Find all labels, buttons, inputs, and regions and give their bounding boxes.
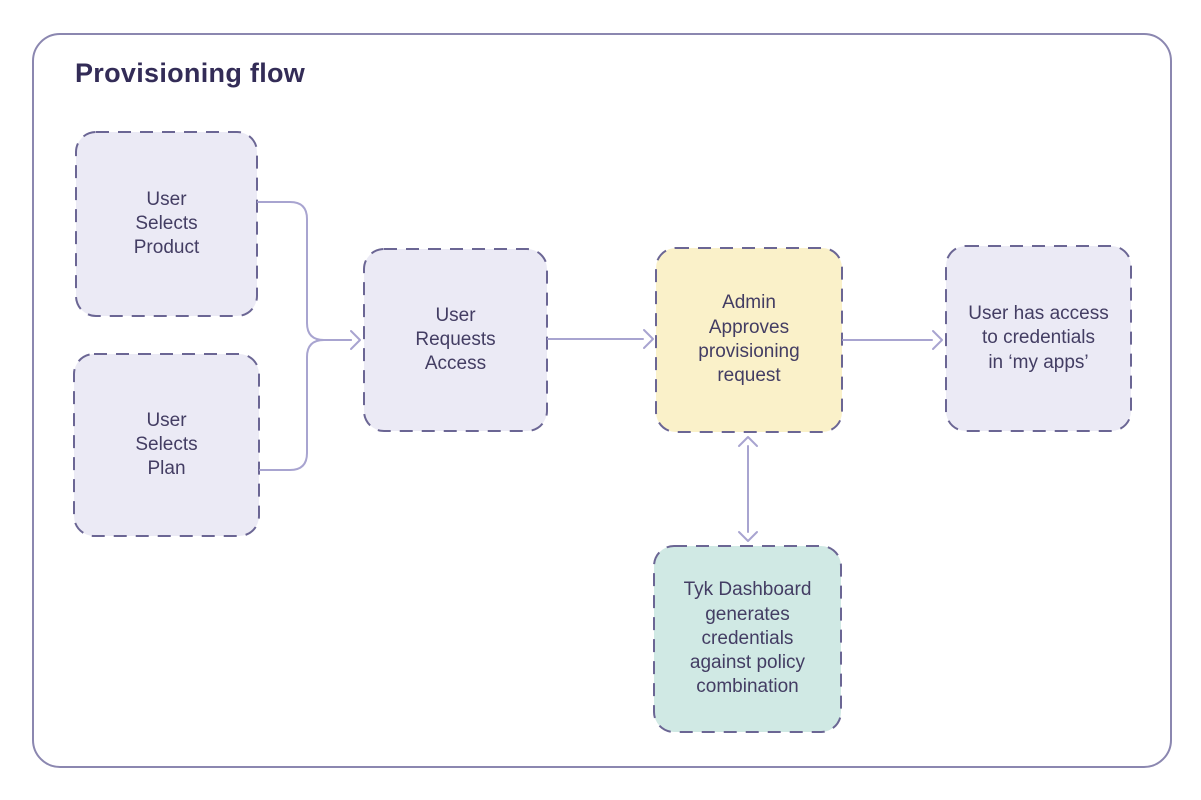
arrowhead-into-admin-approves-icon bbox=[643, 329, 654, 349]
node-box-user-requests-access bbox=[363, 248, 548, 432]
arrowhead-into-user-has-access-icon bbox=[932, 330, 943, 350]
diagram-frame bbox=[32, 33, 1172, 768]
arrowhead-into-user-requests-access-icon bbox=[350, 330, 361, 350]
node-box-user-selects-product bbox=[75, 131, 258, 317]
diagram-title: Provisioning flow bbox=[75, 58, 306, 88]
node-box-user-has-access bbox=[945, 245, 1132, 432]
edge-plan-to-request bbox=[259, 339, 352, 471]
node-box-admin-approves-request bbox=[655, 247, 843, 433]
node-box-user-selects-plan bbox=[73, 353, 260, 537]
arrowhead-down-into-dashboard-icon bbox=[738, 531, 758, 542]
edge-product-to-request bbox=[257, 201, 352, 341]
arrowhead-up-into-admin-icon bbox=[738, 436, 758, 447]
node-box-tyk-dashboard-generates bbox=[653, 545, 842, 733]
